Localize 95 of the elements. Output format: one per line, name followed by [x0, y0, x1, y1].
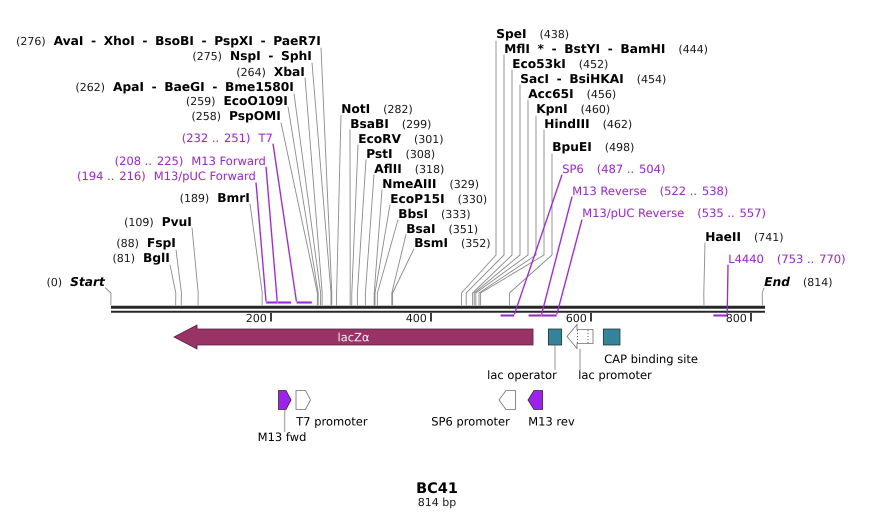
leader-line — [250, 203, 263, 306]
leader-line — [374, 204, 390, 306]
leader-line — [284, 409, 286, 432]
tick-label: 800 — [726, 314, 746, 322]
leader-line — [554, 344, 556, 370]
leader-line — [364, 174, 374, 306]
primer-label: (194 .. 216) M13/pUC Forward — [78, 171, 255, 182]
leader-line — [540, 196, 573, 314]
leader-line — [478, 115, 536, 306]
tick-label: 600 — [566, 314, 586, 322]
tick-label: 200 — [246, 314, 266, 322]
leader-line — [472, 69, 512, 306]
leader-line — [176, 249, 182, 306]
leader-line — [280, 122, 318, 306]
leader-line — [474, 84, 520, 306]
end-label: (0) Start — [47, 276, 106, 288]
leader-line — [350, 129, 351, 306]
leader-line — [508, 153, 552, 306]
site-label: (276) AvaI - XhoI - BsoBI - PspXI - PaeR7I — [17, 36, 320, 48]
feature-label: SP6 promoter — [432, 416, 510, 428]
map-title: BC41 — [417, 482, 457, 494]
leader-line — [460, 40, 496, 306]
site-label: HaeII (741) — [706, 232, 783, 242]
feature-box — [548, 328, 562, 346]
leader-line — [356, 159, 366, 306]
leader-line — [374, 189, 382, 306]
leader-line — [255, 182, 267, 302]
leader-line — [304, 77, 323, 306]
promoter-symbol — [566, 323, 594, 350]
leader-line — [320, 47, 332, 306]
leader-line — [466, 54, 504, 306]
end-label: End (814) — [764, 276, 832, 288]
leader-line — [294, 93, 322, 306]
site-label: (275) NspI - SphI — [193, 50, 311, 63]
leader-line — [726, 264, 729, 314]
feature-label: CAP binding site — [604, 354, 698, 366]
feature-label: T7 promoter — [296, 417, 368, 428]
site-label: Eco53kI (452) — [513, 58, 608, 70]
tick-label: 400 — [406, 314, 426, 322]
site-label: BbsI (333) — [399, 208, 470, 220]
primer-symbol — [278, 390, 292, 410]
site-label: PstI (308) — [367, 149, 434, 160]
site-label: NotI (282) — [342, 104, 412, 114]
leader-line — [288, 106, 319, 306]
leader-line — [192, 227, 199, 306]
site-label: SacI - BsiHKAI (454) — [521, 74, 666, 84]
feature-label: lac promoter — [579, 370, 652, 382]
leader-line — [272, 144, 298, 302]
site-label: (262) ApaI - BaeGI - Bme1580I — [76, 82, 293, 94]
leader-line — [392, 248, 414, 306]
leader-line — [391, 234, 406, 306]
site-label: (259) EcoO109I — [186, 96, 287, 106]
feature-label: M13 fwd — [258, 432, 306, 442]
feature-label: lac operator — [488, 370, 557, 382]
leader-line — [556, 219, 583, 314]
leader-line — [351, 144, 358, 306]
site-label: AflII (318) — [374, 164, 444, 174]
leader-line — [514, 174, 563, 314]
site-label: HindIII (462) — [545, 118, 632, 130]
primer-label: (232 .. 251) T7 — [182, 133, 272, 144]
site-label: MflI * - BstYI - BamHI (444) — [505, 44, 708, 54]
site-label: BsaBI (299) — [351, 119, 430, 130]
site-label: Acc65I (456) — [528, 88, 616, 100]
site-label: (264) XbaI — [237, 66, 304, 78]
primer-label: L4440 (753 .. 770) — [729, 254, 845, 265]
site-label: EcoP15I (330) — [391, 194, 486, 204]
primer-label: (208 .. 225) M13 Forward — [116, 156, 265, 167]
leader-line — [762, 287, 764, 306]
site-label: BsaI (351) — [407, 224, 478, 234]
primer-label: M13/pUC Reverse (535 .. 557) — [583, 208, 765, 220]
leader-line — [336, 114, 342, 306]
feature-label: M13 rev — [529, 416, 574, 426]
leader-line — [376, 219, 398, 306]
site-label: (88) FspI — [117, 238, 175, 250]
leader-line — [703, 242, 706, 306]
site-label: SpeI (438) — [497, 28, 568, 41]
site-label: NmeAIII (329) — [383, 179, 478, 190]
site-label: (109) PvuI — [125, 217, 191, 228]
leader-line — [312, 62, 332, 306]
site-label: BpuEI (498) — [553, 142, 634, 154]
site-label: EcoRV (301) — [359, 134, 443, 144]
site-label: (189) BmrI — [180, 193, 249, 204]
primer-label: M13 Reverse (522 .. 538) — [573, 186, 728, 197]
site-label: (81) BglI — [113, 252, 169, 265]
sequence-line — [111, 306, 765, 313]
leader-line — [170, 264, 176, 306]
primer-label: SP6 (487 .. 504) — [562, 164, 664, 175]
leader-line — [480, 129, 544, 306]
site-label: (258) PspOMI — [192, 110, 280, 123]
leader-line — [475, 99, 528, 306]
length-caption: 814 bp — [418, 498, 456, 508]
leader-line — [104, 287, 112, 306]
leader-line — [265, 166, 278, 302]
site-label: BsmI (352) — [415, 238, 490, 248]
site-label: KpnI (460) — [537, 104, 610, 116]
